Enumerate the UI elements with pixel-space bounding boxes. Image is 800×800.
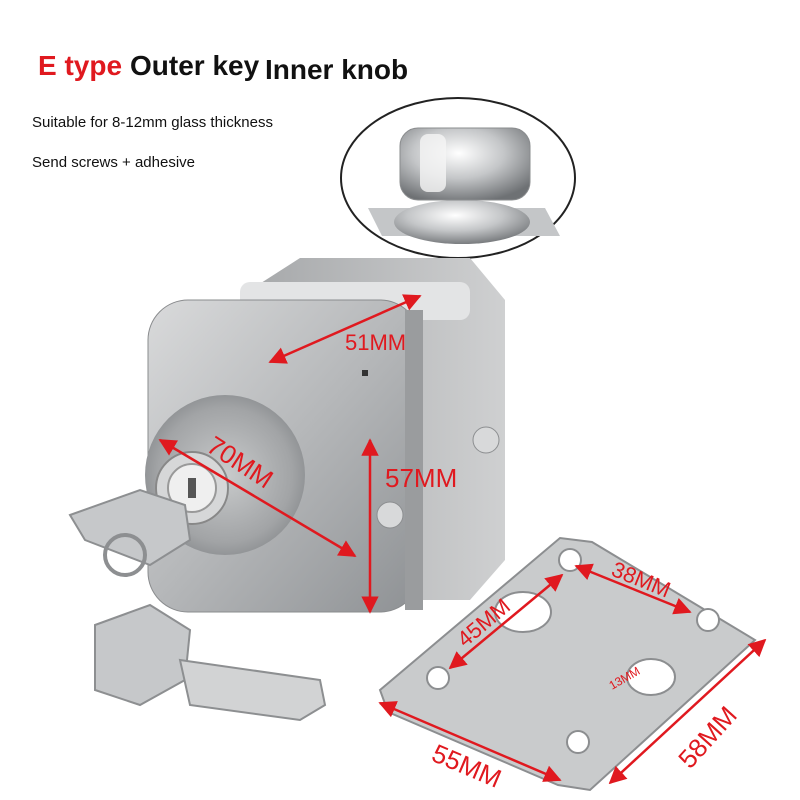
outer-key-label: Outer key [130,50,260,81]
dimension-arrows [158,294,767,785]
plate-height-label: 58MM [672,700,743,774]
keys [68,488,327,722]
glass-thickness-note: Suitable for 8-12mm glass thickness [32,114,273,131]
lock-width-label: 51MM [345,330,406,355]
accessories-note: Send screws + adhesive [32,154,196,171]
inner-knob-label: Inner knob [265,54,409,85]
lock-height-label: 57MM [385,463,457,493]
inner-knob-inset [340,97,576,259]
type-label: E type [38,50,123,81]
lock-body [145,258,505,613]
